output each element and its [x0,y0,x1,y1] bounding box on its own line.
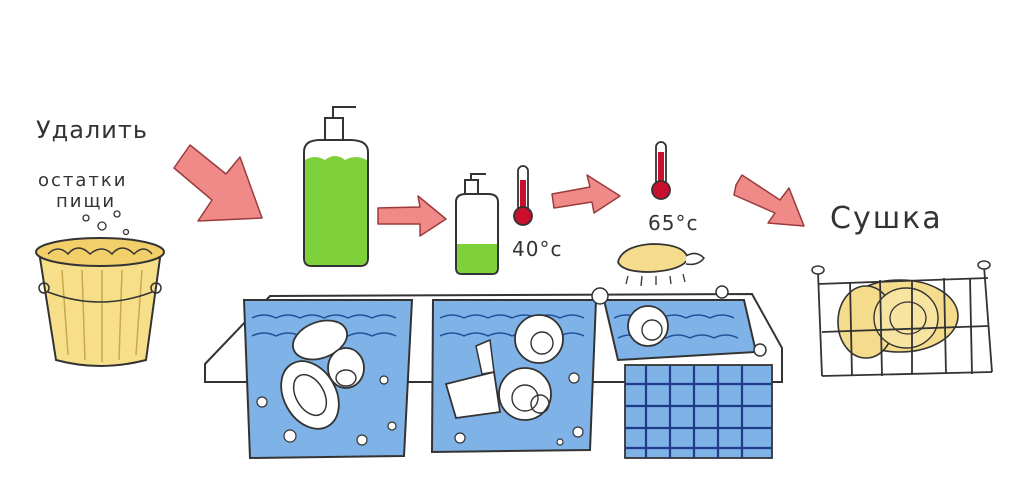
drying-label: Сушка [830,201,943,236]
bucket-icon [35,210,165,367]
soap-bottle-large-icon [303,106,369,267]
sink-basin-1 [242,299,414,460]
thermometer-icon [651,141,671,200]
temp-wash-label: 40°c [512,237,562,261]
sink-basin-2 [430,299,598,454]
remove-food-label: Удалить остатки пищи [36,116,148,212]
label-remove-line1: Удалить [36,116,148,144]
towel-icon [624,364,773,459]
arrow-icon [173,144,263,222]
dish-rack-icon [811,260,993,377]
arrow-icon [551,174,621,214]
label-remove-line3: пищи [56,191,116,212]
temp-rinse-label: 65°c [648,211,698,235]
thermometer-icon [513,165,533,226]
arrow-icon [733,174,805,227]
soap-bottle-small-icon [455,173,499,275]
arrow-icon [377,195,447,237]
sponge-icon [617,243,705,287]
label-remove-line2: остатки [38,170,127,191]
sink-basin-3 [591,285,767,362]
sink-icon [204,285,783,460]
